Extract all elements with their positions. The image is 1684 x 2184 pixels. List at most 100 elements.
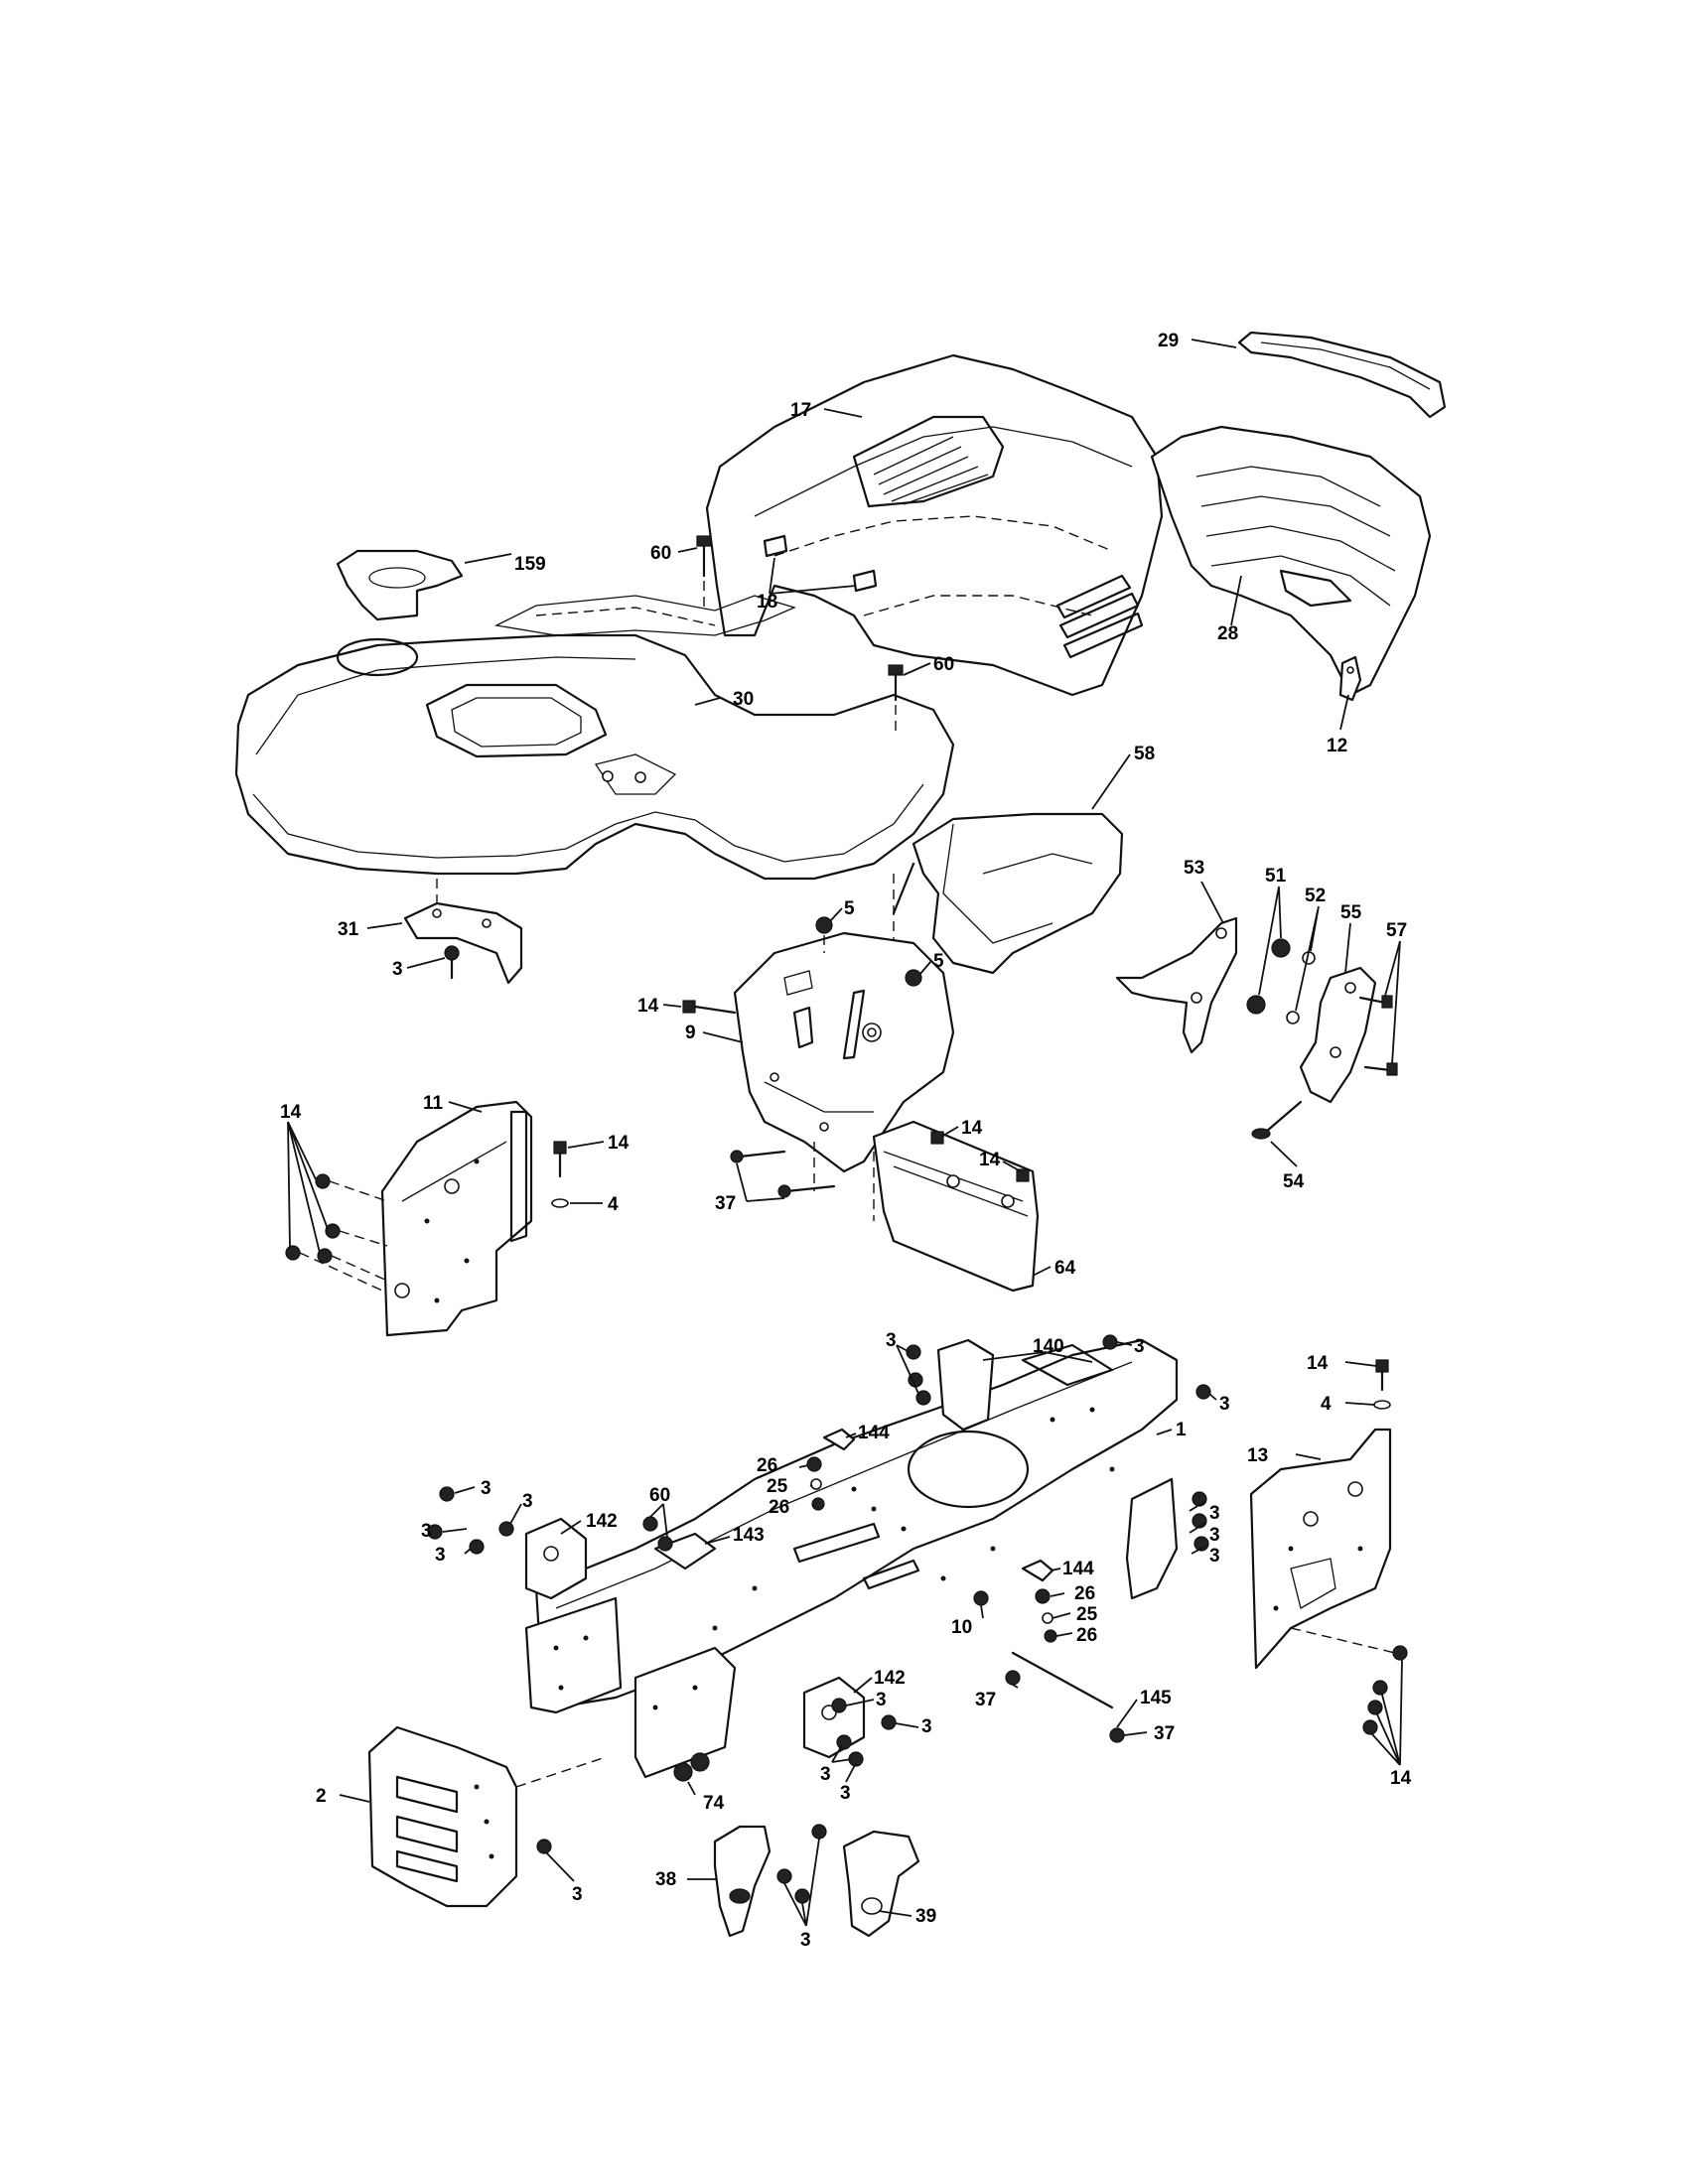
grille-part-28 [1150,425,1432,697]
bracket-part-39 [842,1830,920,1938]
bolt-54 [1251,1100,1303,1140]
callout-29: 29 [1158,331,1179,351]
callout-52: 52 [1305,886,1326,906]
dash-panel-part-9 [733,931,955,1191]
callout-3: 3 [421,1521,432,1542]
shield-part-58 [892,812,1124,975]
callout-5: 5 [844,898,855,919]
bracket-part-55 [1299,966,1377,1104]
callout-159: 159 [514,554,546,575]
bolt-3-bracket31 [444,945,460,980]
callout-60: 60 [650,543,671,564]
bolts-3-brackets-38-39 [776,1824,827,1904]
callout-3: 3 [876,1690,887,1710]
callout-30: 30 [733,689,754,710]
callout-25: 25 [767,1476,788,1497]
bolts-37-panel [730,1150,836,1198]
bracket-part-38 [713,1825,772,1938]
callout-2: 2 [316,1786,327,1807]
callout-39: 39 [915,1906,936,1927]
callout-3: 3 [435,1545,446,1566]
callout-3: 3 [1209,1503,1220,1524]
callout-1: 1 [1176,1420,1187,1440]
callout-144: 144 [858,1423,890,1443]
frame-part-1 [534,1338,1179,1709]
callout-145: 145 [1140,1688,1172,1708]
callout-37: 37 [1154,1723,1175,1744]
callout-55: 55 [1340,902,1362,923]
callout-labels: 17 29 60 159 18 28 60 30 12 58 31 3 5 5 … [280,331,1412,1951]
bolt-14-panel [682,1000,737,1015]
callout-5: 5 [933,951,944,972]
callout-3: 3 [392,959,403,980]
callout-142: 142 [586,1511,618,1532]
callout-26: 26 [1074,1583,1095,1604]
callout-9: 9 [685,1023,696,1043]
clip-part-144-upper [806,1428,856,1511]
callout-17: 17 [790,400,811,421]
callout-26: 26 [757,1455,777,1476]
callout-3: 3 [1219,1394,1230,1415]
callout-53: 53 [1184,858,1204,879]
bolts-3-142-right [831,1698,897,1767]
washers-52 [1286,951,1316,1024]
bracket-part-140 [936,1338,995,1432]
callout-14: 14 [637,996,659,1017]
callout-10: 10 [951,1617,972,1638]
callout-3: 3 [1209,1525,1220,1546]
callout-14: 14 [608,1133,630,1154]
callout-31: 31 [338,919,359,940]
bolt-10 [973,1590,989,1606]
callout-51: 51 [1265,866,1287,887]
bolt-3-plate2 [536,1839,552,1854]
callout-3: 3 [886,1330,897,1351]
callout-26: 26 [1076,1625,1097,1646]
callout-60: 60 [933,654,954,675]
callout-140: 140 [1033,1336,1064,1357]
nuts-5 [815,916,922,987]
callout-142: 142 [874,1668,906,1689]
bracket-part-12 [1338,655,1362,702]
bolt-60-lower [888,664,904,735]
callout-3: 3 [572,1884,583,1905]
callout-3: 3 [840,1783,851,1804]
callout-26: 26 [769,1497,789,1518]
bolts-14-panel11 [285,1173,388,1292]
callout-25: 25 [1076,1604,1098,1625]
callout-11: 11 [423,1093,444,1114]
bolt-14-washer-4 [551,1141,569,1208]
callout-74: 74 [703,1793,725,1814]
callout-60: 60 [649,1485,670,1506]
callout-14: 14 [1307,1353,1329,1374]
bolt-60-upper [696,535,712,611]
bracket-part-142-left [524,1517,588,1600]
callout-3: 3 [1209,1546,1220,1567]
fender-body-part-30 [234,595,955,953]
clip-part-144-lower [1021,1559,1057,1643]
callout-28: 28 [1217,623,1238,644]
callout-58: 58 [1134,744,1155,764]
bracket-part-53 [1115,916,1238,1054]
callout-14: 14 [280,1102,302,1123]
hood-part-17 [705,353,1164,697]
callout-57: 57 [1386,920,1407,941]
cup-holder-part-159 [336,549,464,621]
callout-3: 3 [820,1764,831,1785]
callout-37: 37 [975,1690,996,1710]
bolts-3-bracket140 [906,1334,1211,1406]
callout-14: 14 [961,1118,983,1139]
callout-3: 3 [921,1716,932,1737]
nuts-51 [1246,938,1291,1015]
callout-3: 3 [522,1491,533,1512]
callout-4: 4 [1321,1394,1332,1415]
bolts-14-bracket64 [930,1131,1030,1182]
bolts-14-panel13 [1290,1627,1408,1735]
front-plate-left [524,1596,737,1779]
bracket-part-143 [653,1532,717,1570]
bracket-part-31 [403,901,523,985]
frame-side-plate [1125,1477,1179,1600]
side-panel-part-13 [1249,1428,1392,1670]
callout-3: 3 [481,1478,491,1499]
callout-4: 4 [608,1194,619,1215]
